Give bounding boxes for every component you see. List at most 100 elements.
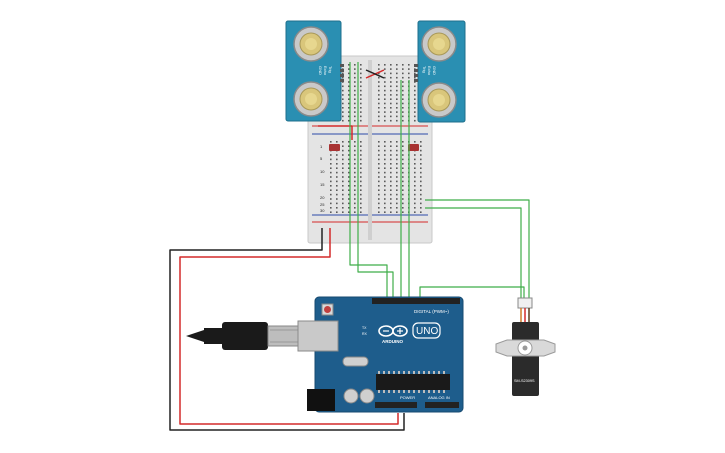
svg-text:5: 5	[320, 156, 323, 161]
breadboard-hole	[402, 189, 404, 191]
breadboard-hole	[378, 211, 380, 213]
breadboard-hole	[354, 198, 356, 200]
svg-text:20: 20	[320, 195, 325, 200]
breadboard-hole	[396, 167, 398, 169]
breadboard-hole	[360, 119, 362, 122]
breadboard-hole	[360, 85, 362, 88]
sensor-right-pins[interactable]	[414, 64, 418, 82]
sensor-left-label-trig: Trig	[328, 66, 333, 73]
breadboard-hole	[384, 119, 386, 122]
usb-port[interactable]	[297, 320, 339, 352]
sensor-left-pins[interactable]	[340, 64, 344, 82]
transducer-bottom-icon	[293, 81, 329, 117]
breadboard-hole	[408, 64, 410, 66]
breadboard-hole	[360, 72, 362, 75]
breadboard-hole	[396, 85, 398, 88]
arduino-uno[interactable]: DIGITAL (PWM~) TX RX ARDUINO UNO POWER A…	[297, 296, 464, 413]
wire-green	[357, 236, 394, 300]
breadboard-hole	[396, 76, 398, 79]
breadboard-hole	[342, 189, 344, 191]
breadboard-hole	[402, 145, 404, 147]
ultrasonic-sensor-right[interactable]: Trig Echo GND	[414, 20, 466, 123]
breadboard-hole	[354, 115, 356, 118]
breadboard-hole	[378, 185, 380, 187]
breadboard-hole	[396, 94, 398, 96]
transducer-top-icon	[293, 26, 329, 62]
breadboard-hole	[390, 119, 392, 122]
led-left[interactable]	[329, 144, 340, 151]
digital-header[interactable]	[372, 298, 460, 304]
wire-green	[425, 199, 530, 298]
servo-connector[interactable]	[517, 297, 533, 309]
breadboard-hole	[384, 107, 386, 109]
breadboard-hole	[396, 163, 398, 165]
breadboard-hole	[384, 158, 386, 161]
breadboard-hole	[414, 171, 416, 174]
breadboard-hole	[348, 167, 350, 169]
breadboard-hole	[420, 154, 422, 156]
power-jack[interactable]	[307, 389, 335, 411]
breadboard-hole	[354, 163, 356, 165]
wire-red	[318, 125, 353, 140]
breadboard-hole	[378, 64, 380, 66]
breadboard-hole	[342, 163, 344, 165]
analog-header[interactable]	[425, 402, 459, 408]
breadboard-hole	[408, 76, 410, 79]
led-right[interactable]	[408, 144, 419, 151]
sensor-left-label-gnd: GND	[318, 66, 323, 75]
breadboard-hole	[348, 81, 350, 83]
breadboard-hole	[390, 81, 392, 83]
breadboard-hole	[390, 149, 392, 152]
breadboard-hole	[354, 98, 356, 100]
breadboard-hole	[360, 81, 362, 83]
breadboard-hole	[384, 180, 386, 183]
wire-green	[425, 207, 522, 298]
breadboard-hole	[360, 189, 362, 191]
breadboard-hole	[354, 176, 356, 178]
breadboard-hole	[396, 64, 398, 66]
breadboard-hole	[342, 180, 344, 183]
breadboard-hole	[330, 154, 332, 156]
breadboard-hole	[348, 119, 350, 122]
breadboard-hole	[414, 89, 416, 92]
breadboard-hole	[348, 141, 350, 143]
breadboard-hole	[336, 207, 338, 209]
servo-motor[interactable]: SM-S2309S	[495, 297, 556, 396]
breadboard-hole	[384, 154, 386, 156]
breadboard-hole	[342, 115, 344, 118]
breadboard-hole	[378, 72, 380, 75]
breadboard-hole	[384, 141, 386, 143]
breadboard-hole	[390, 154, 392, 156]
breadboard-hole	[384, 163, 386, 165]
power-header[interactable]	[375, 402, 417, 408]
breadboard-hole	[396, 211, 398, 213]
breadboard-hole	[384, 81, 386, 83]
breadboard-hole	[348, 68, 350, 70]
chip-leg	[378, 371, 380, 374]
breadboard-hole	[384, 167, 386, 169]
breadboard-hole	[378, 94, 380, 96]
breadboard-hole	[384, 64, 386, 66]
breadboard-hole	[390, 94, 392, 96]
breadboard-hole	[354, 154, 356, 156]
breadboard-hole	[342, 141, 344, 143]
breadboard-hole	[378, 68, 380, 70]
breadboard-hole	[384, 94, 386, 96]
breadboard-hole	[414, 154, 416, 156]
breadboard-hole	[342, 207, 344, 209]
usb-cable-icon	[186, 322, 301, 350]
breadboard-hole	[384, 171, 386, 174]
chip-leg	[388, 371, 390, 374]
breadboard-hole	[348, 115, 350, 118]
breadboard-hole	[378, 76, 380, 79]
breadboard-hole	[378, 207, 380, 209]
breadboard-hole	[390, 198, 392, 200]
breadboard-hole	[330, 202, 332, 205]
breadboard-hole	[402, 167, 404, 169]
breadboard-hole	[342, 145, 344, 147]
breadboard-hole	[402, 158, 404, 161]
ultrasonic-sensor-left[interactable]: Trig Echo GND	[285, 20, 344, 122]
breadboard-hole	[414, 102, 416, 105]
breadboard-hole	[402, 115, 404, 118]
breadboard-hole	[336, 154, 338, 156]
